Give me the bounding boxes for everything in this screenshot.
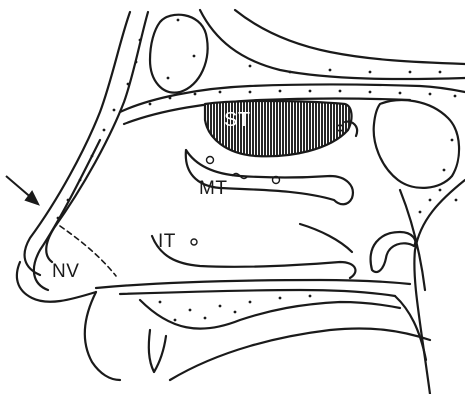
pointer-arrow-icon [6, 176, 38, 204]
hard-palate-lower [140, 300, 400, 329]
upper-lip [85, 292, 120, 380]
skull-base-mid [200, 10, 465, 79]
inferior-turbinate-label: IT [158, 232, 176, 251]
clivus-inner [400, 190, 425, 290]
tooth [149, 330, 166, 372]
nasal-vestibule-label: NV [52, 262, 79, 281]
oral-cavity [170, 328, 430, 380]
hard-palate-upper [120, 290, 395, 296]
skull-base-upper [235, 10, 465, 64]
inferior-turbinate [152, 236, 355, 278]
eustachian-opening [371, 232, 416, 272]
clivus [414, 180, 465, 394]
superior-turbinate-label: ST [224, 110, 251, 130]
frontal-bone-outer [25, 12, 130, 275]
frontal-sinus [150, 15, 208, 93]
frontal-bone-inner [46, 12, 148, 262]
sphenoid-sinus [374, 100, 459, 188]
inferior-turbinate-top [300, 224, 352, 252]
middle-turbinate-label: MT [199, 179, 227, 198]
nasal-floor [96, 280, 410, 288]
